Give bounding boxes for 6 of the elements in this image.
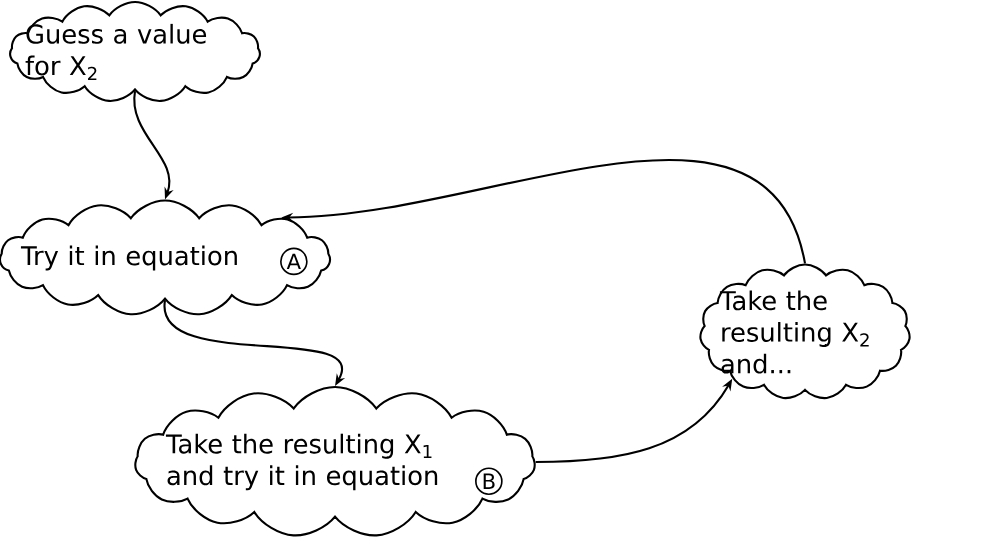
node-text: Take the resulting X$_{1}$ and try it in equation	[165, 433, 438, 491]
node-text: Try it in equation	[20, 245, 237, 271]
circled-letter: A	[280, 247, 308, 276]
node-text: Guess a value for X$_{2}$	[25, 23, 207, 81]
circled-letter: B	[475, 467, 503, 496]
node-text: Take the resulting X$_{2}$ and...	[719, 290, 869, 374]
